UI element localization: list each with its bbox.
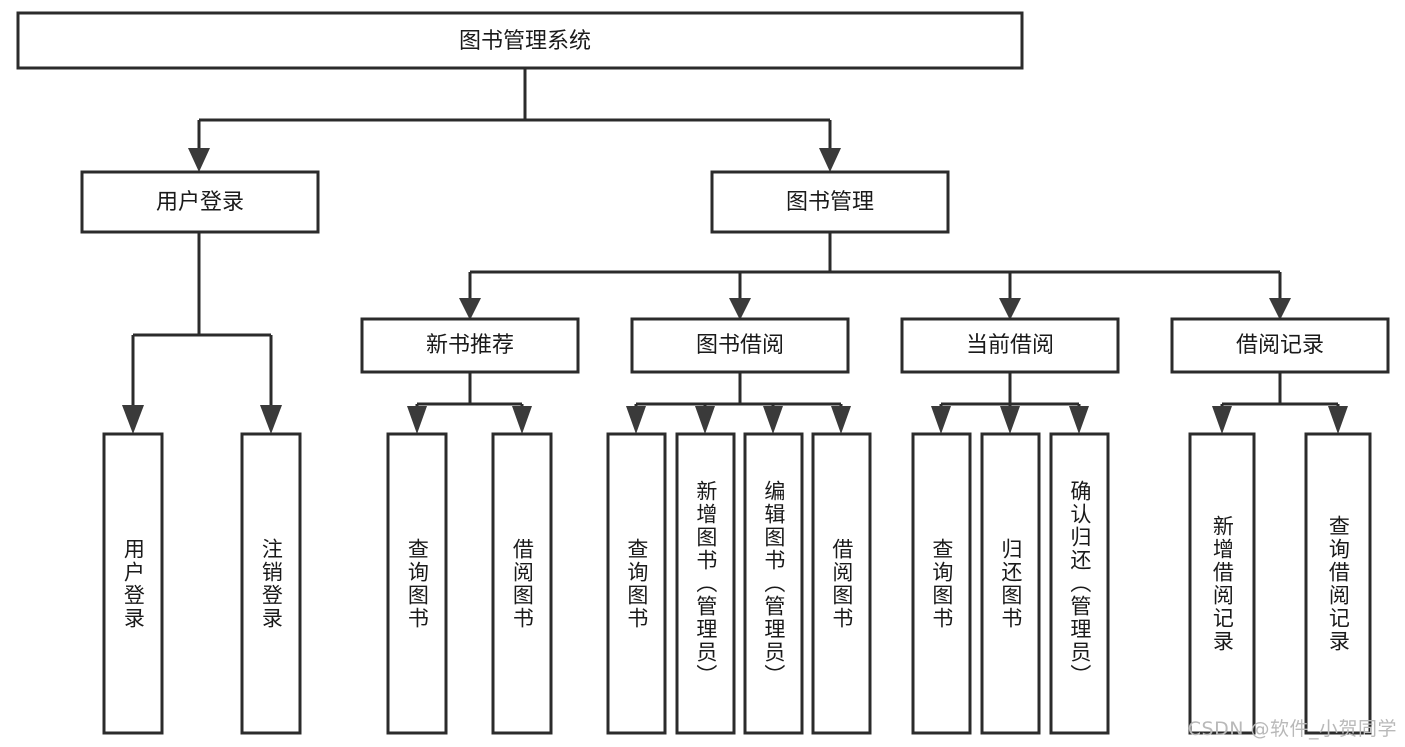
arrowhead-icon — [1328, 406, 1348, 434]
arrowhead-icon — [763, 406, 783, 434]
arrowhead-icon — [459, 298, 481, 320]
arrowhead-icon — [695, 406, 715, 434]
arrowhead-icon — [122, 405, 144, 434]
node-book-manage[interactable] — [710, 170, 950, 234]
node-new-book-recommend-label: 新书推荐 — [426, 333, 514, 358]
node-leaf-return-book[interactable] — [980, 432, 1041, 735]
node-leaf-user-login[interactable] — [102, 432, 164, 735]
arrowhead-icon — [260, 405, 282, 434]
node-book-borrow-label: 图书借阅 — [696, 333, 784, 358]
arrowhead-icon — [1069, 406, 1089, 434]
arrowhead-icon — [512, 406, 532, 434]
node-current-borrow[interactable] — [900, 317, 1120, 374]
node-leaf-confirm-return[interactable] — [1049, 432, 1110, 735]
node-root-label: 图书管理系统 — [459, 29, 591, 54]
arrowhead-icon — [1269, 298, 1291, 320]
node-leaf-add-book[interactable] — [675, 432, 736, 735]
node-user-login[interactable] — [80, 170, 320, 234]
node-leaf-borrow-book-1[interactable] — [491, 432, 553, 735]
arrowhead-icon — [931, 406, 951, 434]
arrowhead-icon — [626, 406, 646, 434]
horizontal-label-group: 图书管理系统 用户登录 图书管理 新书推荐 图书借阅 当前借阅 借阅记录 — [156, 29, 1324, 358]
node-user-login-label: 用户登录 — [156, 190, 244, 215]
arrowhead-icon — [831, 406, 851, 434]
node-leaf-query-book-3[interactable] — [911, 432, 972, 735]
node-leaf-borrow-book-2[interactable] — [811, 432, 872, 735]
node-root[interactable] — [16, 11, 1024, 70]
node-book-borrow[interactable] — [630, 317, 850, 374]
arrowhead-icon — [188, 148, 210, 172]
node-borrow-record-label: 借阅记录 — [1236, 333, 1324, 358]
arrowhead-icon — [1000, 406, 1020, 434]
node-leaf-edit-book[interactable] — [743, 432, 804, 735]
node-leaf-user-logout[interactable] — [240, 432, 302, 735]
arrowhead-icon — [407, 406, 427, 434]
node-leaf-query-book-1[interactable] — [386, 432, 448, 735]
node-leaf-query-book-2[interactable] — [606, 432, 667, 735]
node-box-group — [16, 11, 1390, 735]
node-borrow-record[interactable] — [1170, 317, 1390, 374]
arrowhead-group — [122, 148, 1348, 434]
arrowhead-icon — [819, 148, 841, 172]
arrowhead-icon — [729, 298, 751, 320]
node-new-book-recommend[interactable] — [360, 317, 580, 374]
node-leaf-query-record[interactable] — [1304, 432, 1372, 735]
node-current-borrow-label: 当前借阅 — [966, 333, 1054, 358]
arrowhead-icon — [1212, 406, 1232, 434]
watermark-text: CSDN @软件_小贺同学 — [1187, 718, 1397, 740]
node-leaf-add-record[interactable] — [1188, 432, 1256, 735]
node-book-manage-label: 图书管理 — [786, 190, 874, 215]
arrowhead-icon — [999, 298, 1021, 320]
